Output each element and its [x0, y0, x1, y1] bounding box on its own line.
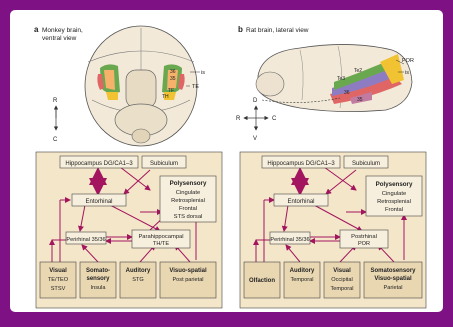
box-a-perirhinal-label: Perirhinal 35/36 — [66, 237, 105, 243]
box-b-visual-item-0: Occipital — [331, 277, 352, 283]
label-rat-te2: Te2 — [354, 68, 362, 74]
box-a-somato-title-2: sensory — [86, 276, 110, 282]
box-a-visual-title: Visual — [49, 268, 67, 274]
box-b-visual-title: Visual — [333, 268, 351, 274]
panel-b-letter: b — [238, 25, 243, 34]
panel-a-title-1: Monkey brain, — [42, 27, 83, 34]
box-b-somato-title-1: Somatosensory — [370, 268, 416, 274]
box-a-polysensory-item-2: Frontal — [179, 206, 197, 212]
axis-rat-c: C — [272, 116, 277, 122]
box-a-subiculum-label: Subiculum — [150, 161, 178, 167]
box-b-postrhinal-sub: POR — [358, 241, 370, 247]
box-b-somato-title-2: Visuo-spatial — [374, 276, 412, 282]
monkey-brain-illustration — [85, 26, 197, 146]
box-b-auditory-title: Auditory — [290, 268, 315, 274]
box-a-parahippocampal-title: Parahippocampal — [138, 234, 183, 240]
box-b-entorhinal-label: Entorhinal — [287, 199, 314, 205]
box-b-postrhinal-title: Postrhinal — [351, 234, 377, 240]
box-b-visual-item-1: Temporal — [330, 286, 353, 292]
label-monkey-tf: TF — [168, 88, 174, 94]
box-b-subiculum-label: Subiculum — [352, 161, 380, 167]
box-a-auditory-title: Auditory — [126, 268, 151, 274]
box-a-visual-item-1: STSV — [51, 286, 66, 292]
axis-rat-d: D — [253, 98, 258, 104]
box-b-olfaction-title: Olfaction — [249, 278, 275, 284]
axis-monkey-c: C — [53, 137, 58, 143]
box-b-perirhinal-label: Perirhinal 35/36 — [270, 237, 309, 243]
box-a-polysensory-item-1: Retrosplenial — [171, 198, 205, 204]
panel-b-title: Rat brain, lateral view — [246, 27, 309, 34]
axis-monkey-r: R — [53, 98, 58, 104]
box-a-entorhinal-label: Entorhinal — [85, 199, 112, 205]
box-a-somato-title-1: Somato- — [86, 268, 110, 274]
box-b-polysensory-item-0: Cingulate — [382, 191, 407, 197]
box-b-polysensory-item-1: Retrosplenial — [377, 199, 411, 205]
box-b-hippocampus-label: Hippocampus DG/CA1–3 — [267, 161, 335, 167]
box-a-visual-item-0: TE/TEO — [48, 277, 69, 283]
box-b-polysensory-item-2: Frontal — [385, 207, 403, 213]
box-a-somato-sub: Insula — [91, 285, 107, 291]
box-a-parahippocampal-sub: TH/TE — [153, 241, 169, 247]
label-monkey-th: TH — [162, 94, 169, 100]
box-a-hippocampus-label: Hippocampus DG/CA1–3 — [65, 161, 133, 167]
label-rat-36: 36 — [344, 90, 350, 96]
box-a-polysensory-title: Polysensory — [170, 180, 207, 187]
label-monkey-36: 36 — [170, 69, 176, 75]
label-rat-por: POR — [402, 58, 414, 64]
box-a-visuospatial-title: Visuo-spatial — [169, 268, 207, 274]
box-b-polysensory-title: Polysensory — [376, 181, 413, 188]
label-monkey-te: TE — [192, 84, 199, 90]
panel-a-title-2: ventral view — [42, 35, 77, 42]
rat-brain-illustration — [256, 44, 412, 111]
box-b-somato-sub: Parietal — [384, 285, 403, 291]
panel-a-letter: a — [34, 25, 39, 34]
box-a-auditory-sub: STG — [132, 277, 144, 283]
label-rat-35: 35 — [357, 97, 363, 103]
label-monkey-35: 35 — [170, 76, 176, 82]
label-monkey-is: is — [201, 70, 205, 76]
label-rat-te3: Te3 — [337, 76, 345, 82]
box-a-visuospatial-sub: Post parietal — [172, 277, 203, 283]
axis-rat-v: V — [253, 136, 257, 142]
box-a-polysensory-item-0: Cingulate — [176, 190, 201, 196]
box-b-auditory-sub: Temporal — [290, 277, 313, 283]
axis-rat-r: R — [236, 116, 241, 122]
box-a-polysensory-item-3: STS dorsal — [174, 214, 203, 220]
label-rat-is: is — [405, 70, 409, 76]
